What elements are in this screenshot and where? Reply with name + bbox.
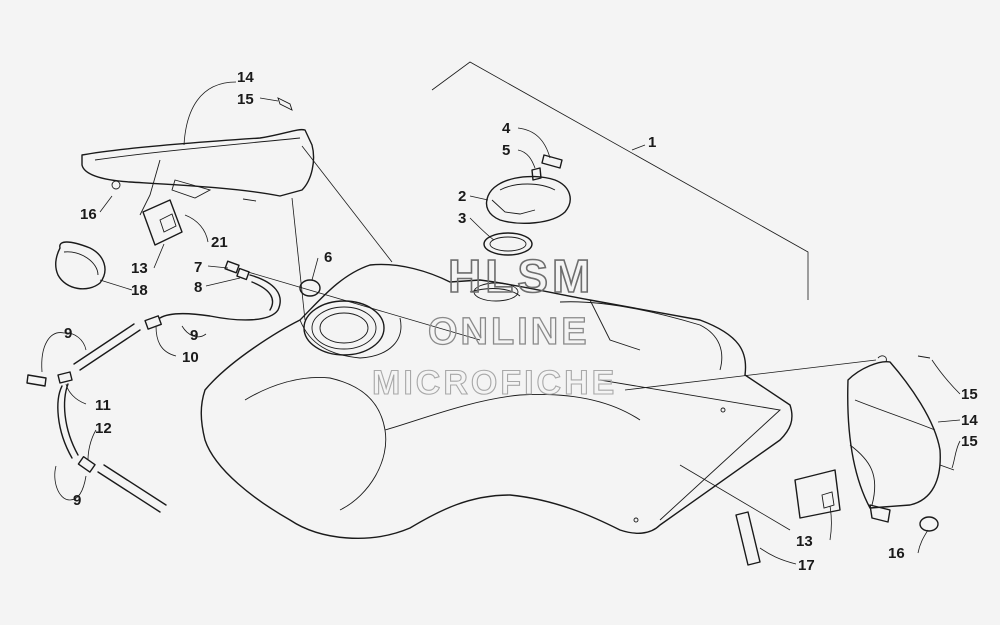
callout-9: 9 — [73, 492, 81, 509]
callout-18: 18 — [131, 282, 148, 299]
watermark-line-2: ONLINE — [428, 311, 590, 353]
watermark-line-3: MICROFICHE — [372, 364, 617, 402]
right-side-cover — [794, 355, 955, 532]
callout-9: 9 — [64, 325, 72, 342]
callout-21: 21 — [211, 234, 228, 251]
callout-11: 11 — [95, 397, 111, 414]
callout-8: 8 — [194, 279, 202, 296]
hose-clamp-18 — [55, 241, 106, 290]
fuel-tank — [200, 263, 793, 539]
vent-hoses — [26, 260, 281, 513]
callout-16: 16 — [888, 545, 905, 562]
leader-lines — [41, 61, 961, 565]
callout-14: 14 — [961, 412, 978, 429]
callout-9: 9 — [190, 327, 198, 344]
callout-labels: 14 15 16 21 13 18 7 8 6 9 9 10 11 12 9 4… — [64, 69, 978, 574]
callout-15: 15 — [961, 386, 978, 403]
fuel-cap-assembly — [483, 154, 571, 256]
grommet-6 — [299, 279, 321, 297]
callout-5: 5 — [502, 142, 510, 159]
callout-15: 15 — [237, 91, 254, 108]
watermark: HLSM ONLINE MICROFICHE — [371, 249, 617, 402]
callout-3: 3 — [458, 210, 466, 227]
callout-4: 4 — [502, 120, 511, 137]
callout-6: 6 — [324, 249, 332, 266]
callout-10: 10 — [182, 349, 199, 366]
callout-1: 1 — [648, 134, 656, 151]
foam-strip-17 — [735, 511, 761, 566]
callout-7: 7 — [194, 259, 202, 276]
left-side-cover — [81, 97, 315, 246]
watermark-line-1: HLSM — [448, 250, 594, 302]
callout-16: 16 — [80, 206, 97, 223]
callout-17: 17 — [798, 557, 815, 574]
callout-2: 2 — [458, 188, 466, 205]
callout-14: 14 — [237, 69, 254, 86]
callout-13: 13 — [796, 533, 813, 550]
callout-12: 12 — [95, 420, 112, 437]
callout-13: 13 — [131, 260, 148, 277]
callout-15: 15 — [961, 433, 978, 450]
